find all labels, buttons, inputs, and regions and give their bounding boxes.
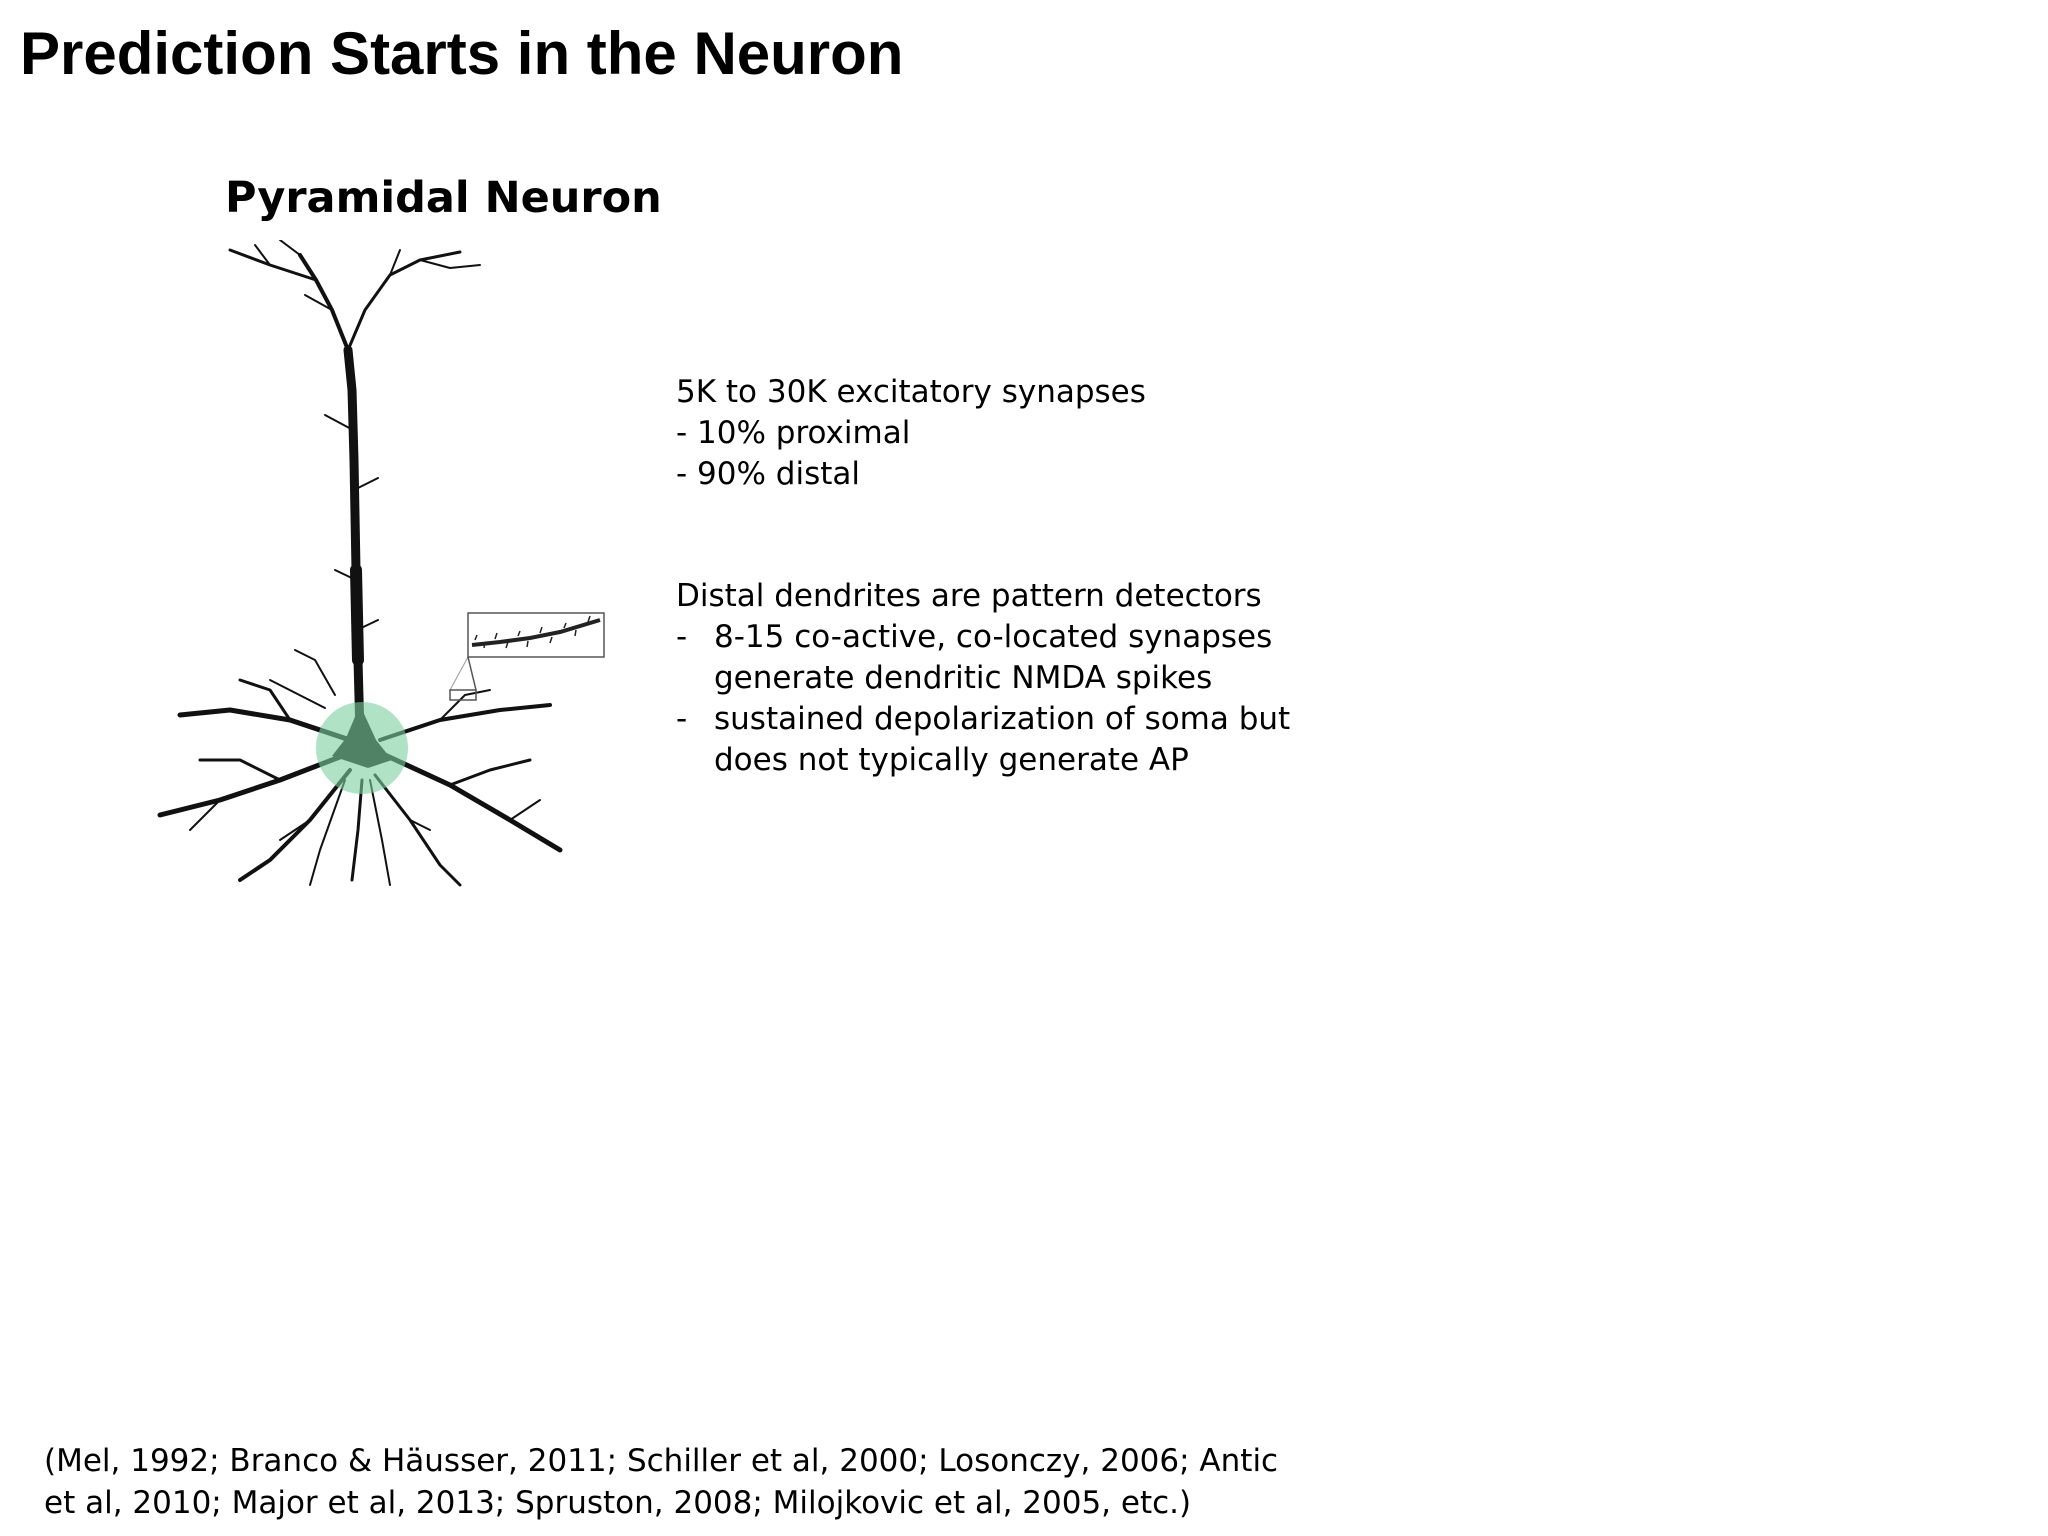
slide-title: Prediction Starts in the Neuron	[20, 20, 904, 87]
synapse-heading: 5K to 30K excitatory synapses	[676, 374, 1146, 410]
soma-highlight	[316, 702, 408, 794]
figure-title: Pyramidal Neuron	[225, 173, 662, 223]
pyramidal-neuron-drawing	[157, 240, 605, 887]
bullet-continuation: generate dendritic NMDA spikes	[714, 660, 1213, 696]
dendrite-inset	[449, 612, 605, 701]
bullet-dash: -	[676, 619, 688, 655]
citation-line: (Mel, 1992; Branco & Häusser, 2011; Schi…	[44, 1443, 1279, 1479]
bullet-text: 8-15 co-active, co-located synapses	[714, 619, 1273, 655]
bullet-item: - 8-15 co-active, co-located synapses	[676, 617, 1290, 658]
bullet-dash: -	[676, 701, 688, 737]
proximal-item: - 10% proximal	[676, 415, 911, 451]
distal-item: - 90% distal	[676, 456, 861, 492]
citation-line: et al, 2010; Major et al, 2013; Spruston…	[44, 1485, 1192, 1521]
bullet-item: - sustained depolarization of soma but	[676, 699, 1290, 740]
distal-dendrites-notes: Distal dendrites are pattern detectors -…	[676, 576, 1290, 781]
synapse-counts: 5K to 30K excitatory synapses - 10% prox…	[676, 372, 1146, 495]
bullet-text: sustained depolarization of soma but	[714, 701, 1291, 737]
bullet-continuation: does not typically generate AP	[714, 742, 1189, 778]
distal-heading: Distal dendrites are pattern detectors	[676, 578, 1262, 614]
citation: (Mel, 1992; Branco & Häusser, 2011; Schi…	[44, 1440, 1278, 1524]
